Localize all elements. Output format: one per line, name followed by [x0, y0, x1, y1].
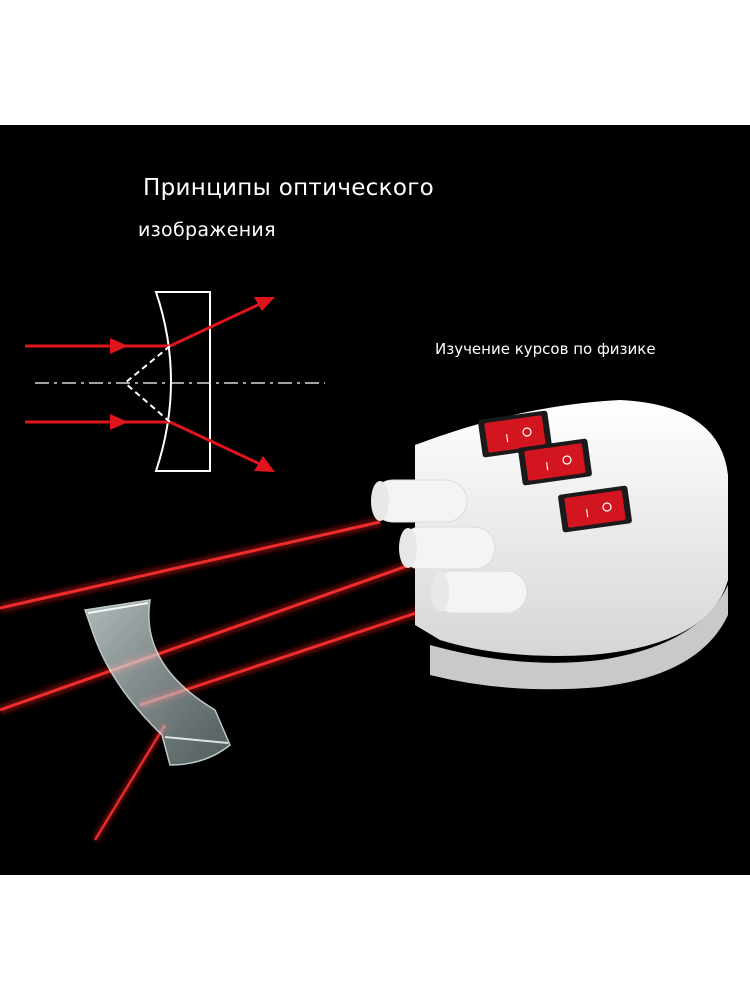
title-line-2: изображения — [138, 219, 276, 241]
lens-diagram — [25, 291, 325, 472]
title-line-1: Принципы оптического — [143, 175, 434, 201]
rocker-switch-1[interactable]: I — [478, 410, 553, 458]
svg-text:I: I — [545, 460, 550, 473]
laser-device: I I I — [371, 400, 728, 690]
arrow-icon — [254, 456, 275, 472]
laser-beams — [0, 517, 442, 843]
virtual-ray-top — [124, 345, 171, 384]
laser-tube — [399, 526, 496, 570]
outgoing-ray-top — [169, 301, 263, 348]
outgoing-ray-bottom — [169, 420, 263, 467]
subtitle: Изучение курсов по физике — [435, 340, 656, 358]
rocker-switch-2[interactable]: I — [518, 438, 593, 486]
svg-text:I: I — [585, 507, 590, 520]
product-image-panel: Принципы оптического изображения Изучени… — [0, 125, 750, 875]
concave-lens-outline — [154, 291, 211, 472]
glass-lens — [83, 599, 231, 766]
optics-illustration: I I I — [0, 291, 728, 843]
arrow-icon — [110, 414, 128, 430]
rocker-switch-3[interactable]: I — [558, 485, 633, 533]
arrow-icon — [110, 338, 128, 354]
laser-tube — [431, 570, 528, 614]
virtual-ray-bottom — [124, 382, 171, 423]
arrow-icon — [254, 297, 275, 311]
svg-text:I: I — [505, 432, 510, 445]
laser-tube — [371, 479, 468, 523]
